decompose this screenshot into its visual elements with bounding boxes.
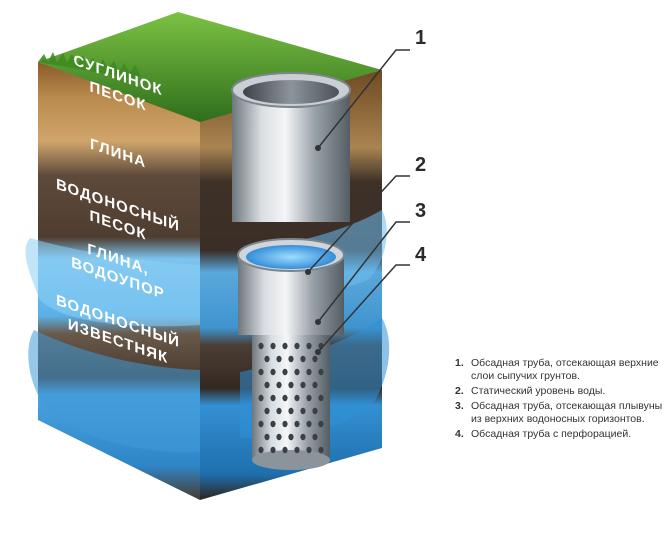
perforation-hole [276, 433, 282, 441]
perforation-hole [282, 394, 288, 402]
callout-number-2: 2 [415, 154, 426, 176]
callout-number-4: 4 [415, 244, 427, 266]
perforation-hole [318, 446, 324, 454]
perforations [258, 342, 324, 454]
perforation-hole [306, 420, 312, 428]
perforation-hole [282, 420, 288, 428]
perforation-hole [294, 368, 300, 376]
perforation-hole [318, 394, 324, 402]
perforation-hole [306, 446, 312, 454]
perforation-hole [270, 368, 276, 376]
perforation-hole [300, 381, 306, 389]
perforation-hole [300, 433, 306, 441]
legend-item: 2.Статический уровень воды. [455, 385, 606, 397]
perforation-hole [258, 394, 264, 402]
perforation-hole [288, 355, 294, 363]
perforation-hole [312, 433, 318, 441]
static-water-level [246, 245, 336, 269]
perforation-hole [264, 407, 270, 415]
limestone-splash-left [28, 330, 200, 453]
perforation-hole [318, 368, 324, 376]
perforation-hole [258, 368, 264, 376]
perforation-hole [312, 407, 318, 415]
perforation-hole [264, 433, 270, 441]
perforation-hole [288, 381, 294, 389]
callout-dot-1 [315, 145, 321, 151]
perforated-casing-bottom [252, 450, 330, 470]
perforation-hole [312, 381, 318, 389]
perforation-hole [282, 342, 288, 350]
callout-number-3: 3 [415, 200, 426, 222]
perforation-hole [282, 368, 288, 376]
outer-casing-pipe [232, 90, 350, 222]
perforation-hole [264, 381, 270, 389]
perforation-hole [276, 381, 282, 389]
perforation-hole [294, 446, 300, 454]
legend-item: 4.Обсадная труба с перфорацией. [455, 428, 632, 440]
perforation-hole [264, 355, 270, 363]
perforation-hole [276, 355, 282, 363]
perforation-hole [270, 342, 276, 350]
perforation-hole [300, 407, 306, 415]
perforation-hole [270, 420, 276, 428]
perforation-hole [300, 355, 306, 363]
perforation-hole [294, 394, 300, 402]
legend-item: 3.Обсадная труба, отсекающая плывуны из … [455, 400, 663, 425]
perforation-hole [258, 420, 264, 428]
perforation-hole [294, 420, 300, 428]
callout-dot-4 [315, 349, 321, 355]
perforation-hole [270, 394, 276, 402]
perforation-hole [270, 446, 276, 454]
perforation-hole [258, 446, 264, 454]
perforation-hole [312, 355, 318, 363]
perforation-hole [318, 420, 324, 428]
grass-fringe [38, 52, 141, 79]
perforation-hole [306, 368, 312, 376]
legend-list: 1.Обсадная труба, отсекающая верхние сло… [455, 357, 667, 443]
perforation-hole [306, 394, 312, 402]
perforation-hole [306, 342, 312, 350]
callout-line-4 [317, 264, 410, 353]
callout-line-1 [317, 49, 410, 149]
perforation-hole [288, 407, 294, 415]
perforation-hole [276, 407, 282, 415]
perforation-hole [288, 433, 294, 441]
aquifer-splash-left [25, 238, 201, 327]
callout-number-1: 1 [415, 27, 426, 49]
callout-line-2 [307, 175, 410, 273]
callout-dot-2 [305, 269, 311, 275]
perforation-hole [294, 342, 300, 350]
legend-item: 1.Обсадная труба, отсекающая верхние сло… [455, 357, 659, 382]
outer-casing-inner [243, 80, 339, 104]
callout-dot-3 [315, 319, 321, 325]
perforation-hole [258, 342, 264, 350]
perforation-hole [282, 446, 288, 454]
callout-line-3 [317, 221, 410, 323]
